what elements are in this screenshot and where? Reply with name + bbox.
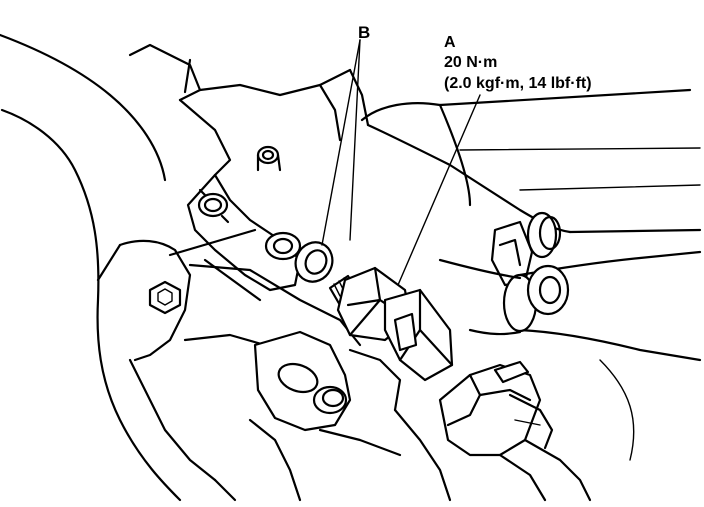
torque-spec-kgfm-lbfft: (2.0 kgf·m, 14 lbf·ft)	[444, 75, 592, 92]
upper-tube	[360, 88, 702, 287]
engine-housing	[0, 33, 452, 502]
pressure-switch	[328, 266, 454, 382]
lower-hose	[438, 250, 702, 461]
harness-connector	[438, 360, 592, 502]
leader-lines	[321, 39, 481, 286]
torque-spec-nm: 20 N·m	[444, 54, 497, 71]
label-b: B	[358, 23, 370, 42]
label-a: A	[444, 34, 456, 51]
